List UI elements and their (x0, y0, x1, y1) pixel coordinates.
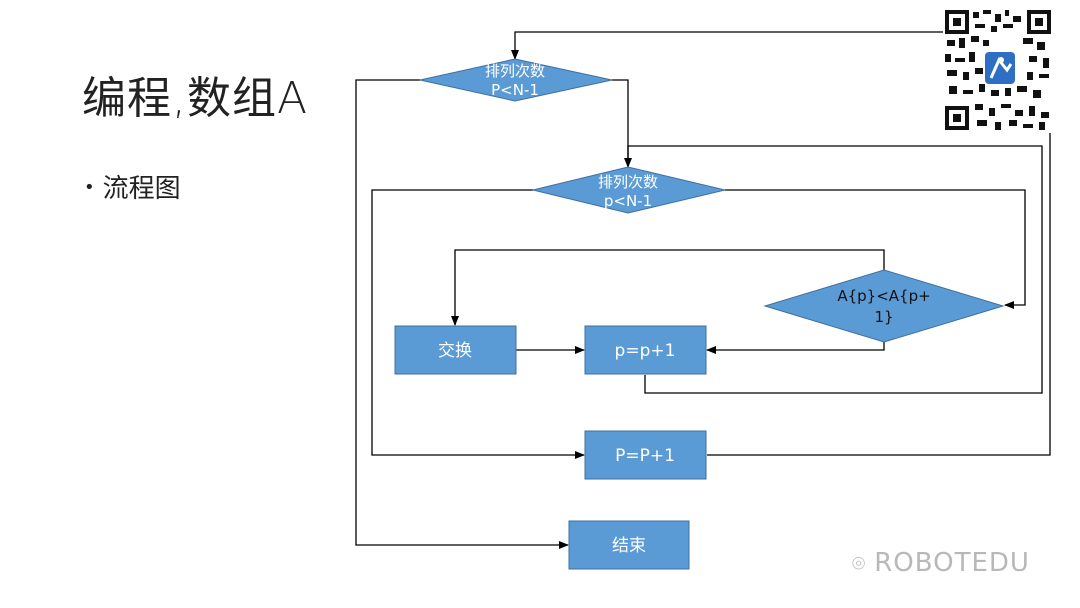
watermark-text: ROBOTEDU (874, 548, 1030, 578)
edge-outer-no (355, 79, 569, 549)
edge-outer-loopback (707, 133, 1051, 456)
end-terminal: 结束 (568, 520, 690, 570)
watermark: ⌾ ROBOTEDU (852, 548, 1030, 578)
edge-compare-true (451, 249, 885, 326)
outer-increment-label: P=P+1 (615, 446, 675, 466)
inner-loop-decision: 排列次数 p<N-1 (532, 166, 726, 214)
edge-inner-no (371, 189, 585, 459)
compare-label-1: A{p}<A{p+ (837, 287, 930, 305)
end-label: 结束 (612, 536, 646, 556)
compare-label-2: 1} (874, 308, 893, 326)
bullet-item: • 流程图 (84, 168, 181, 205)
edge-compare-false (706, 342, 885, 354)
bullet-text: 流程图 (102, 174, 181, 204)
swap-label: 交换 (438, 341, 472, 361)
inner-increment-process: p=p+1 (584, 325, 707, 375)
compare-decision: A{p}<A{p+ 1} (763, 269, 1005, 343)
inner-increment-label: p=p+1 (615, 341, 676, 361)
inner-loop-label-2: p<N-1 (604, 192, 652, 210)
edge-outer-yes (612, 79, 632, 168)
slide-title: 编程,数组A (82, 73, 309, 124)
outer-loop-decision: 排列次数 P<N-1 (419, 58, 613, 102)
qr-code-icon (943, 8, 1053, 132)
inner-loop-label-1: 排列次数 (598, 173, 658, 191)
edge-inner-yes (725, 189, 1026, 309)
outer-loop-label-2: P<N-1 (491, 81, 539, 99)
outer-increment-process: P=P+1 (584, 430, 707, 480)
edge-inner-loopback (627, 145, 1043, 394)
wechat-icon: ⌾ (852, 552, 875, 577)
swap-process: 交换 (394, 325, 517, 375)
outer-loop-label-1: 排列次数 (485, 62, 545, 80)
edge-loopback-to-outer (511, 31, 945, 60)
bullet-dot-icon: • (84, 177, 95, 198)
